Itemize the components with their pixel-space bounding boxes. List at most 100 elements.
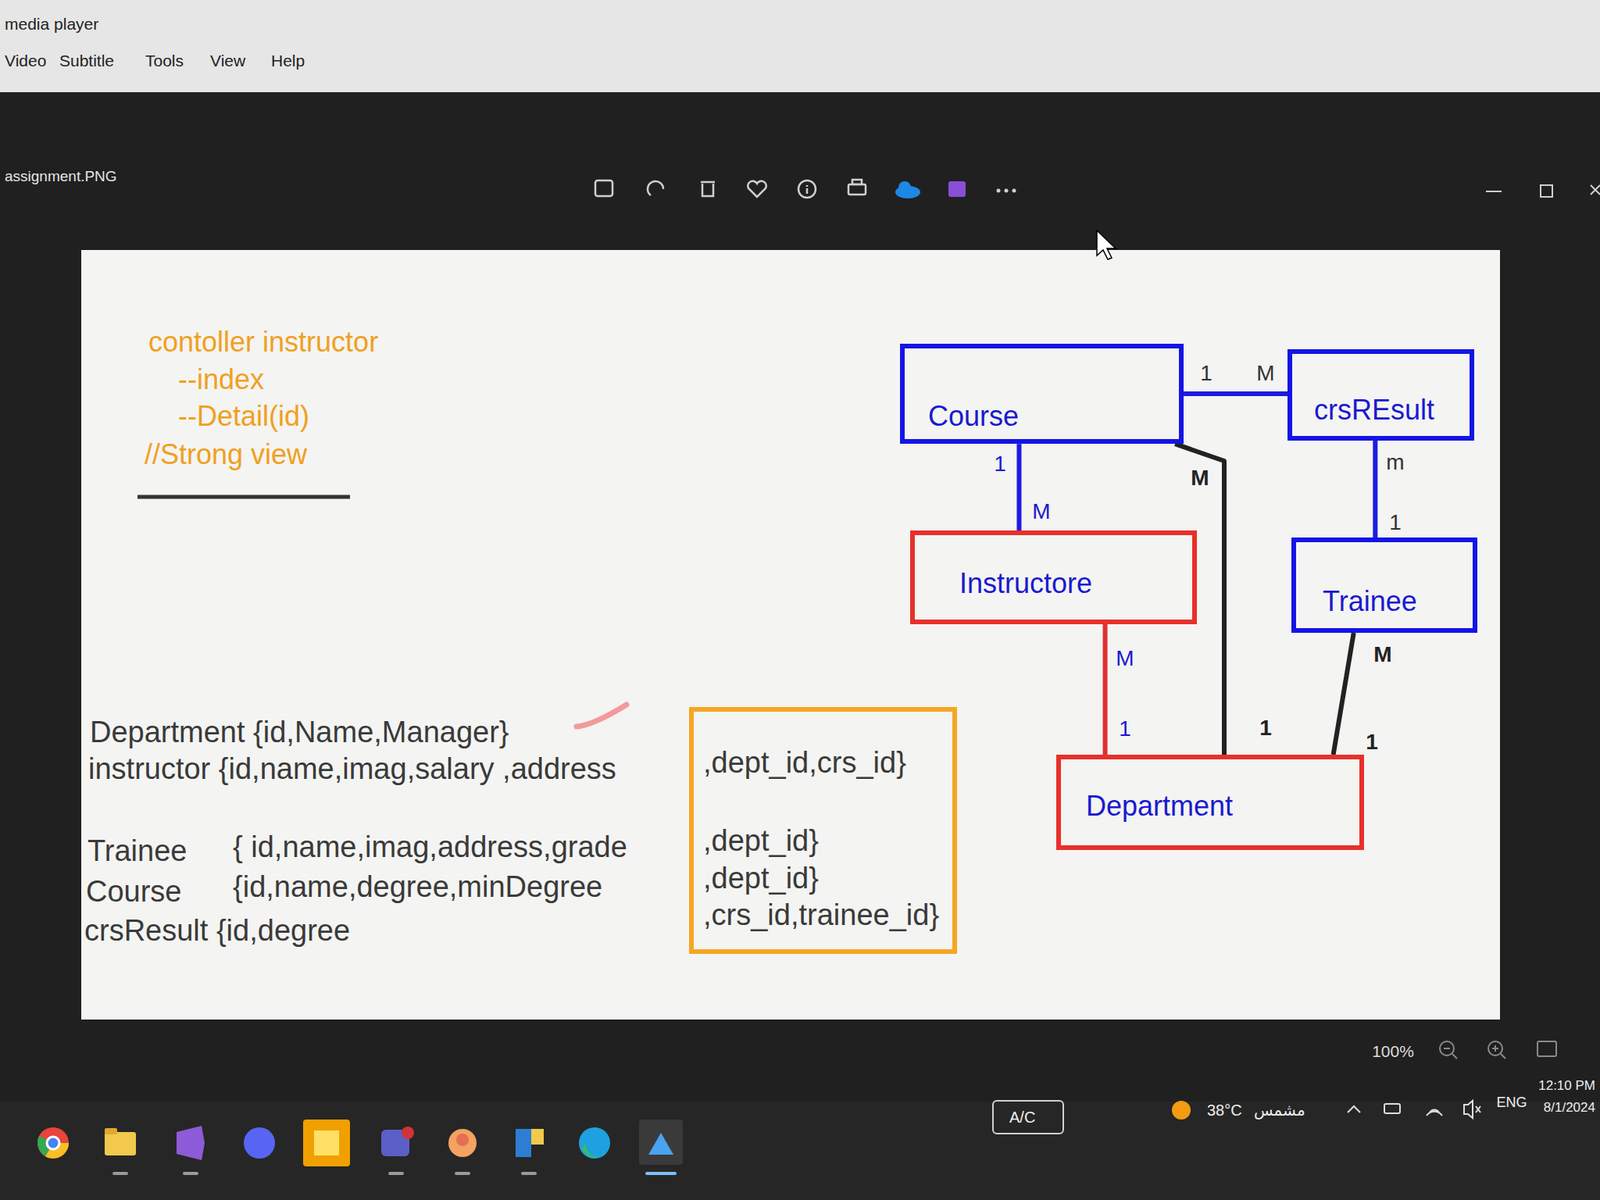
node-text: ,dept_id}: [703, 860, 943, 897]
taskbar-icon: [37, 1127, 69, 1159]
note-text: //Strong view: [144, 437, 308, 472]
weather-icon: [1171, 1100, 1191, 1120]
relationship-line: [1372, 440, 1378, 538]
window-controls: [1590, 185, 1600, 195]
mouse-cursor: [1096, 230, 1116, 260]
taskbar-icon: [104, 1128, 118, 1135]
menu-item: Tools: [145, 50, 184, 71]
taskbar-icon: [639, 1119, 683, 1165]
toolbar-icon: [595, 180, 613, 197]
taskbar-icon: [104, 1132, 136, 1156]
toolbar-icon: [647, 181, 664, 196]
tray-icon: [1464, 1100, 1481, 1118]
cloud-icon: [898, 181, 911, 194]
more-dots: [996, 189, 1017, 193]
running-indicator: [112, 1171, 677, 1175]
taskbar-icon: [314, 1130, 340, 1156]
tray-icon: [1426, 1110, 1443, 1116]
schema-text: { id,name,imag,address,grade: [232, 829, 628, 866]
schema-text: instructor {id,name,imag,salary ,address: [88, 751, 617, 788]
entity-box: Course: [900, 343, 1184, 444]
taskbar-icon: [46, 1136, 60, 1150]
entity-box: Department: [1056, 754, 1365, 850]
zoom-control: [1443, 1048, 1458, 1059]
taskbar-icon: [37, 1119, 683, 1167]
relationship-line: [1103, 624, 1108, 755]
toolbar-icon: [700, 182, 715, 197]
language-indicator: ENG: [1496, 1094, 1527, 1112]
node-text: A/C: [1009, 1107, 1054, 1127]
node-text: Course: [928, 399, 1170, 433]
node-text: Department: [1085, 789, 1350, 823]
toolbar-icon: [747, 181, 767, 197]
schema-text: Trainee: [87, 833, 187, 870]
running-indicator: [521, 1171, 537, 1175]
weather-temp: 38°C: [1207, 1100, 1243, 1120]
underline: [137, 495, 350, 500]
menu-item: View: [210, 50, 246, 71]
more-dots: [1012, 189, 1017, 193]
menu-item: Help: [271, 50, 305, 71]
schema-text: {id,name,degree,minDegree: [232, 869, 603, 906]
schema-text: crsResult {id,degree: [84, 913, 350, 950]
entity-box: Instructore: [910, 530, 1197, 625]
cardinality: 1: [1118, 715, 1132, 743]
cardinality: M: [1190, 464, 1209, 492]
entity-box: Trainee: [1291, 537, 1478, 633]
relationship-line: [1333, 632, 1354, 755]
more-dots: [1004, 189, 1009, 193]
node-text: ,dept_id,crs_id}: [703, 745, 943, 782]
taskbar-icon: [401, 1126, 415, 1140]
more-dots: [996, 189, 1001, 193]
toolbar-icon: [798, 180, 816, 198]
toolbar-icon: [595, 179, 866, 198]
note-text: --index: [178, 362, 265, 397]
taskbar-icon: [243, 1127, 275, 1159]
toolbar-icon: [806, 185, 809, 194]
cardinality: 1: [1200, 360, 1213, 387]
window-controls: [1485, 185, 1600, 197]
taskbar: [0, 1101, 1600, 1200]
check-mark: [576, 704, 627, 727]
node-text: ,crs_id,trainee_id}: [703, 897, 943, 934]
taskbar-icon: [578, 1127, 611, 1159]
clock-date: 8/1/2024: [1543, 1100, 1596, 1116]
weather-text: مشمس: [1253, 1100, 1306, 1120]
node-text: crsREsult: [1314, 392, 1461, 427]
cardinality: 1: [1365, 728, 1379, 756]
cardinality: 1: [1389, 509, 1402, 536]
entity-box: crsREsult: [1287, 349, 1475, 441]
cardinality: 1: [993, 450, 1007, 478]
taskbar-icon: [648, 1132, 674, 1155]
foreign-key-box: ,dept_id,crs_id},dept_id},dept_id},crs_i…: [689, 707, 958, 954]
relationship-line: [1183, 391, 1288, 397]
relationship-line: [1175, 443, 1225, 755]
tray-icon: [1347, 1100, 1481, 1118]
note-text: --Detail(id): [178, 399, 310, 433]
window-title: media player: [4, 14, 99, 34]
zoom-level: 100%: [1371, 1041, 1415, 1061]
note-text: contoller instructor: [148, 325, 379, 359]
running-indicator: [645, 1171, 677, 1175]
node-text: Instructore: [959, 566, 1183, 600]
toolbar-icon: [848, 184, 866, 195]
node-text: ,dept_id}: [703, 823, 943, 860]
taskbar-icon: [176, 1125, 205, 1161]
running-indicator: [454, 1171, 471, 1175]
menu-item: Video: [4, 50, 47, 71]
schema-text: Department {id,Name,Manager}: [89, 714, 510, 751]
file-name: assignment.PNG: [4, 167, 118, 186]
clock-time: 12:10 PM: [1538, 1078, 1596, 1094]
status-button: A/C: [992, 1100, 1065, 1135]
tray-icon: [1347, 1106, 1361, 1113]
running-indicator: [112, 1171, 129, 1175]
cardinality: M: [1032, 498, 1050, 525]
cardinality: M: [1373, 641, 1392, 668]
viewer-ground: [0, 92, 1600, 1102]
taskbar-icon: [582, 1142, 609, 1158]
relationship-line: [1016, 443, 1022, 531]
taskbar-icon: [531, 1128, 544, 1145]
